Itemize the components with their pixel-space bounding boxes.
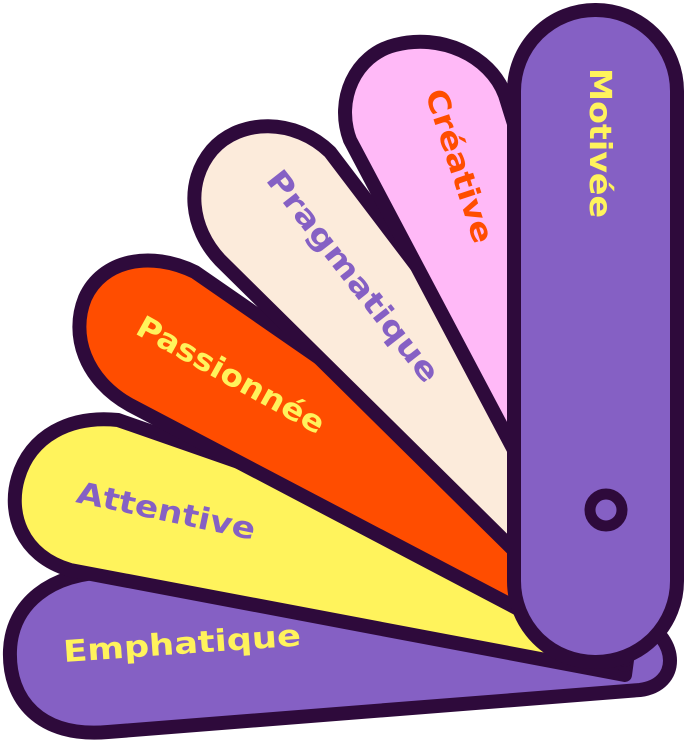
- swatch-blade-attentive: Attentive: [7, 412, 642, 682]
- swatch-blade-attentive-shape: [7, 412, 642, 682]
- swatch-blade-motivee-shape: [507, 3, 684, 669]
- swatch-label-motivee: Motivée: [582, 68, 617, 218]
- swatch-blade-passionnee-shape: [72, 253, 647, 672]
- swatch-rivet-hole-icon: [584, 488, 628, 532]
- swatch-blade-motivee: Motivée: [507, 3, 684, 669]
